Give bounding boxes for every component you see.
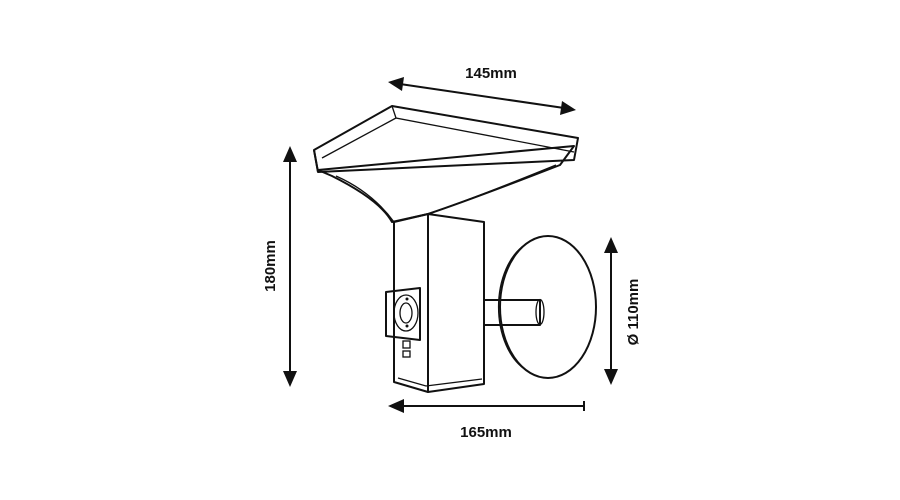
base-diameter-label: Ø 110mm [625,279,642,346]
control-switches [402,340,411,358]
solar-panel-top [313,105,579,173]
depth-label: 165mm [460,424,512,441]
lamp-illustration [313,105,597,393]
motion-sensor [385,287,421,341]
dimension-base-diameter: Ø 110mm [604,237,642,385]
dimension-height: 180mm [262,146,297,387]
top-width-label: 145mm [465,65,517,82]
height-label: 180mm [262,240,279,292]
dimension-depth: 165mm [388,399,585,441]
mount-arm [483,298,545,326]
dimension-top-width: 145mm [388,65,576,115]
lamp-head [317,145,575,223]
wall-mount-disc [497,235,597,379]
